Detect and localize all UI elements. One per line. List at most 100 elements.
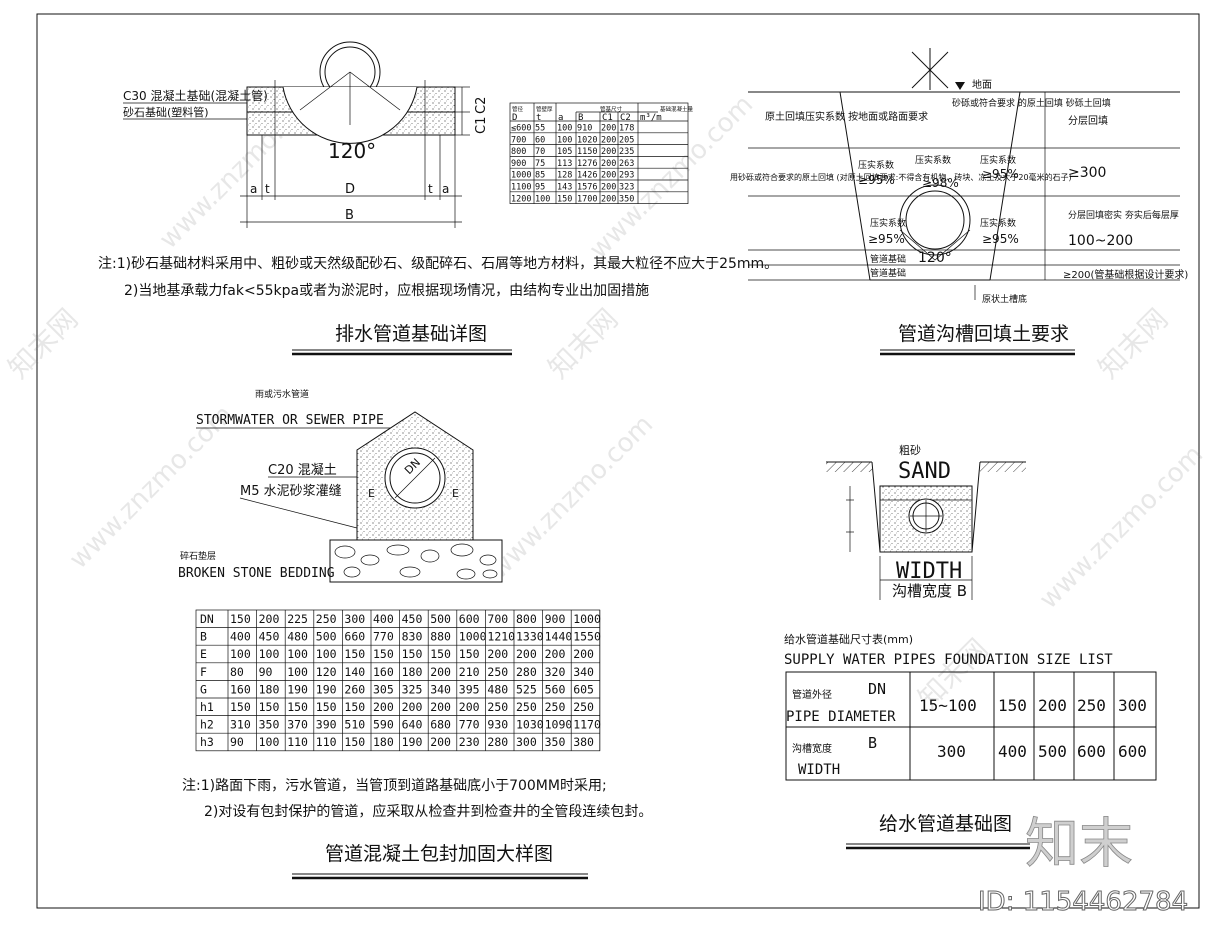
coef-3: 压实系数 bbox=[980, 154, 1016, 166]
table1-subheader: a bbox=[558, 113, 563, 123]
table1-cell: 1426 bbox=[577, 171, 597, 181]
table3-cell: 350 bbox=[259, 718, 280, 732]
v95-d: ≥95% bbox=[982, 232, 1019, 246]
table3-cell: 90 bbox=[230, 735, 244, 749]
table3-cell: 830 bbox=[402, 630, 423, 644]
table-title-cn: 给水管道基础尺寸表(mm) bbox=[784, 632, 913, 646]
table3-cell: 1170 bbox=[573, 718, 601, 732]
detail-concrete-encasement: 雨或污水管道 STORMWATER OR SEWER PIPE DN E E C… bbox=[178, 388, 652, 880]
watermark-cn: 知末网 bbox=[1092, 302, 1175, 385]
coef-1: 压实系数 bbox=[858, 159, 894, 171]
table3-cell: 300 bbox=[344, 612, 365, 626]
table3-cell: 325 bbox=[402, 682, 423, 696]
table3-cell: 180 bbox=[402, 665, 423, 679]
table3-cell: 500 bbox=[316, 630, 337, 644]
table3-cell: 680 bbox=[430, 718, 451, 732]
table1-subheader: C1 bbox=[602, 113, 613, 123]
supply-row1-cell: 200 bbox=[1038, 696, 1067, 715]
table1-header: 基础混凝土量 bbox=[660, 105, 694, 113]
row2-en: WIDTH bbox=[798, 762, 840, 778]
table3-cell: 590 bbox=[373, 718, 394, 732]
table3-cell: 100 bbox=[259, 647, 280, 661]
right-5: ≥200(管基础根据设计要求) bbox=[1063, 268, 1188, 281]
detail1-title: 排水管道基础详图 bbox=[335, 323, 487, 345]
table3-cell: 1330 bbox=[516, 630, 544, 644]
table3-cell: 150 bbox=[230, 700, 251, 714]
table3-cell: 280 bbox=[516, 665, 537, 679]
table1-header: 管壁厚 bbox=[536, 105, 553, 113]
table3-cell: 200 bbox=[573, 647, 594, 661]
table1-cell: 1576 bbox=[577, 183, 597, 193]
label-stone-en: BROKEN STONE BEDDING bbox=[178, 566, 335, 581]
table3-cell: 200 bbox=[373, 700, 394, 714]
table3-cell: 80 bbox=[230, 665, 244, 679]
note-2: 2)当地基承载力fak<55kpa或者为淤泥时，应根据现场情况，由结构专业出加固… bbox=[124, 282, 649, 299]
table1-cell: 105 bbox=[557, 147, 572, 157]
row1-cn: 管道外径 bbox=[792, 688, 832, 701]
table3-cell: 320 bbox=[545, 665, 566, 679]
table3-cell: 1000 bbox=[459, 630, 487, 644]
v98: ≥98% bbox=[922, 176, 959, 190]
label-width-cn: 沟槽宽度 B bbox=[892, 582, 967, 600]
table3-cell: 100 bbox=[316, 647, 337, 661]
table3-cell: 640 bbox=[402, 718, 423, 732]
table1-cell: 55 bbox=[535, 124, 545, 134]
detail-drainage-foundation: 120° C2 C1 a t D t a B C30 混凝土基础(混凝土管) 砂… bbox=[98, 41, 778, 356]
table1-subheader: B bbox=[578, 113, 583, 123]
detail3-title: 管道混凝土包封加固大样图 bbox=[325, 843, 553, 865]
table1-cell: 113 bbox=[557, 159, 572, 169]
table3-cell: 190 bbox=[402, 735, 423, 749]
table3-cell: 150 bbox=[259, 700, 280, 714]
detail4-title: 给水管道基础图 bbox=[879, 813, 1012, 835]
table1-cell: 1000 bbox=[511, 171, 531, 181]
table3-cell: 160 bbox=[230, 682, 251, 696]
table3-cell: 150 bbox=[230, 612, 251, 626]
id-label: ID: 1154462784 bbox=[978, 887, 1188, 917]
table1-cell: 1150 bbox=[577, 147, 597, 157]
table3-cell: 380 bbox=[573, 735, 594, 749]
table3-cell: 200 bbox=[402, 700, 423, 714]
table3-cell: 150 bbox=[344, 700, 365, 714]
table3-cell: 400 bbox=[230, 630, 251, 644]
table3-cell: 770 bbox=[373, 630, 394, 644]
table3-cell: E bbox=[200, 647, 207, 661]
table3-cell: 100 bbox=[287, 647, 308, 661]
table1-cell: 1700 bbox=[577, 194, 597, 204]
table1-cell: 350 bbox=[619, 194, 634, 204]
table3-cell: 300 bbox=[516, 735, 537, 749]
dim-c2: C2 bbox=[474, 97, 489, 114]
left-mid-text: 用砂砾或符合要求的原土回填 (对原土回填要求:不得含有机物、砖块、冻土及大于20… bbox=[730, 172, 1072, 182]
table1-cell: 100 bbox=[535, 194, 550, 204]
table3-cell: 180 bbox=[259, 682, 280, 696]
table1-cell: 900 bbox=[511, 159, 526, 169]
table3-cell: 120 bbox=[316, 665, 337, 679]
table3-cell: 260 bbox=[344, 682, 365, 696]
table3-cell: h3 bbox=[200, 735, 214, 749]
note-1: 注:1)路面下雨，污水管道，当管顶到道路基础底小于700MM时采用; bbox=[182, 777, 607, 794]
table1-cell: 128 bbox=[557, 171, 572, 181]
coef-5: 压实系数 bbox=[980, 217, 1016, 229]
table3-cell: 150 bbox=[459, 647, 480, 661]
table1-subheader: t bbox=[536, 113, 541, 123]
pipe-label-en: STORMWATER OR SEWER PIPE bbox=[196, 413, 384, 428]
row2-cn: 沟槽宽度 bbox=[792, 742, 832, 755]
table3-cell: 450 bbox=[402, 612, 423, 626]
ground-label: 地面 bbox=[972, 78, 992, 91]
table3-cell: 395 bbox=[459, 682, 480, 696]
table3-cell: 110 bbox=[316, 735, 337, 749]
table1-cell: 1276 bbox=[577, 159, 597, 169]
brand-logo: 知末 bbox=[1025, 812, 1133, 875]
table3-cell: 250 bbox=[516, 700, 537, 714]
table3-cell: h1 bbox=[200, 700, 214, 714]
table3-cell: 600 bbox=[459, 612, 480, 626]
table1-cell: 205 bbox=[619, 135, 634, 145]
table3-cell: 230 bbox=[459, 735, 480, 749]
table3-cell: 525 bbox=[516, 682, 537, 696]
row1-sym: DN bbox=[868, 680, 886, 698]
center-top-text: 砂砾或符合要求 的原土回填 砂砾土回填 bbox=[952, 97, 1111, 109]
supply-row1-cell: 250 bbox=[1077, 696, 1106, 715]
table3-cell: h2 bbox=[200, 718, 214, 732]
table3-cell: 200 bbox=[430, 700, 451, 714]
supply-row2-cell: 400 bbox=[998, 742, 1027, 761]
table3-cell: B bbox=[200, 630, 207, 644]
